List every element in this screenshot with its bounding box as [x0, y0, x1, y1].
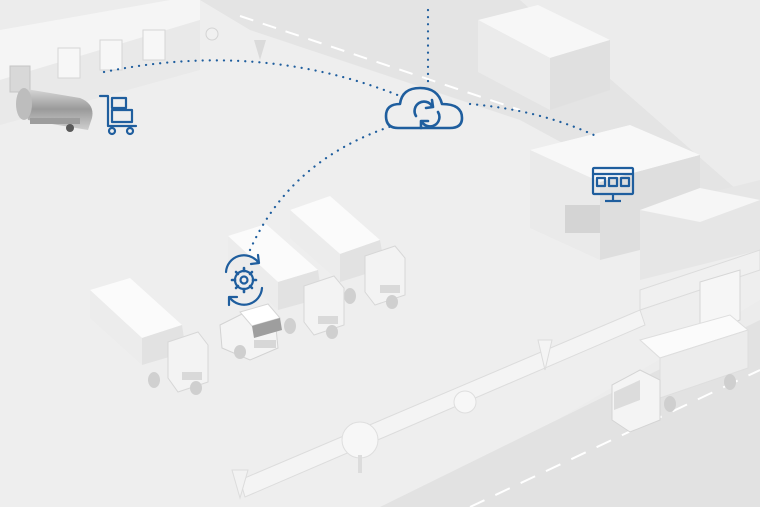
dashboard-monitor-icon: [591, 166, 635, 203]
truck-parked-3: [90, 278, 209, 395]
round-tree-back: [205, 27, 219, 41]
connection-cloud-office: [468, 102, 598, 138]
truck-on-road: [611, 314, 750, 433]
back-road-markings: [239, 15, 521, 111]
gate-wall: [639, 249, 760, 311]
tractor-unit: [219, 303, 282, 361]
front-road-markings: [469, 369, 760, 507]
office-building-back: [478, 5, 610, 110]
warehouse-cart-icon: [98, 94, 138, 136]
office-building-front: [530, 125, 760, 280]
connection-warehouse-cloud: [102, 59, 402, 98]
truck-parked-2: [228, 224, 345, 339]
cloud-sync-icon: [384, 86, 464, 130]
connection-lines: [102, 8, 598, 252]
front-trees: [231, 339, 553, 500]
truck-parked-1: [290, 196, 406, 309]
tanker-trailer: [16, 88, 93, 132]
cone-tree-back: [254, 40, 266, 60]
truck-gear-sync-icon: [224, 253, 264, 307]
